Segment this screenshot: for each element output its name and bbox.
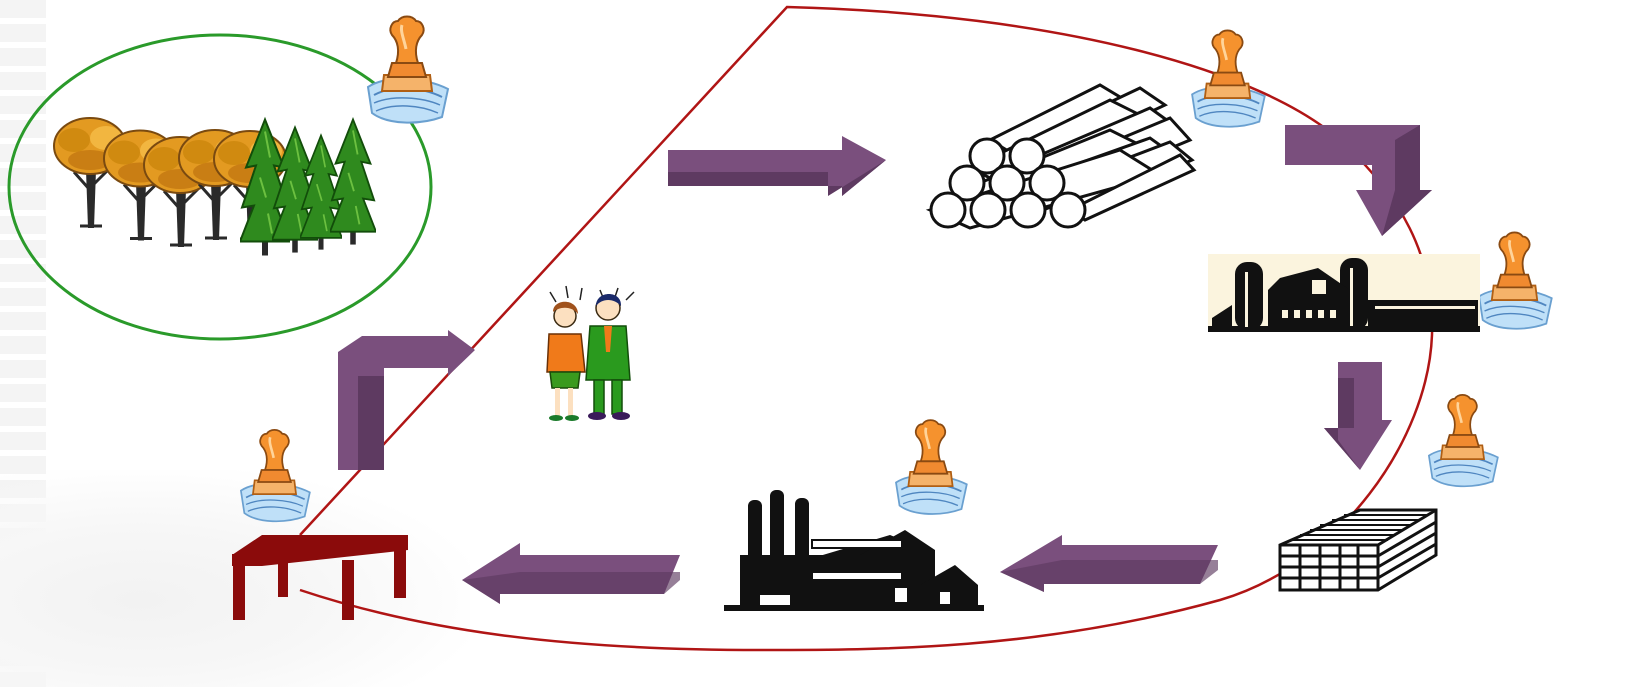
flow-arrow-factory-to-table bbox=[462, 543, 680, 604]
flow-arrow-table-to-forest bbox=[338, 330, 475, 470]
forest-node bbox=[7, 33, 433, 341]
forest-ring bbox=[7, 33, 433, 341]
flow-arrow-forest-to-logs bbox=[668, 136, 886, 196]
factory-icon bbox=[724, 490, 984, 611]
forest-icon bbox=[52, 116, 376, 257]
stamp-icon bbox=[894, 418, 969, 516]
stamp-icon bbox=[1190, 28, 1267, 129]
lumber-stack-icon bbox=[1278, 508, 1438, 592]
stamp-icon bbox=[1427, 393, 1500, 489]
table-icon bbox=[232, 535, 408, 620]
log-pile-icon bbox=[925, 83, 1197, 230]
flow-arrow-logs-to-sawmill bbox=[1285, 125, 1432, 236]
farm-barn-icon bbox=[1208, 254, 1480, 332]
stamp-icon bbox=[366, 15, 450, 125]
flow-arrow-lumber-to-factory bbox=[1000, 535, 1218, 592]
couple-people-icon bbox=[546, 285, 635, 421]
stamp-icon bbox=[1477, 230, 1554, 331]
flow-arrow-sawmill-to-lumber bbox=[1324, 362, 1392, 470]
stamp-icon bbox=[239, 428, 312, 524]
